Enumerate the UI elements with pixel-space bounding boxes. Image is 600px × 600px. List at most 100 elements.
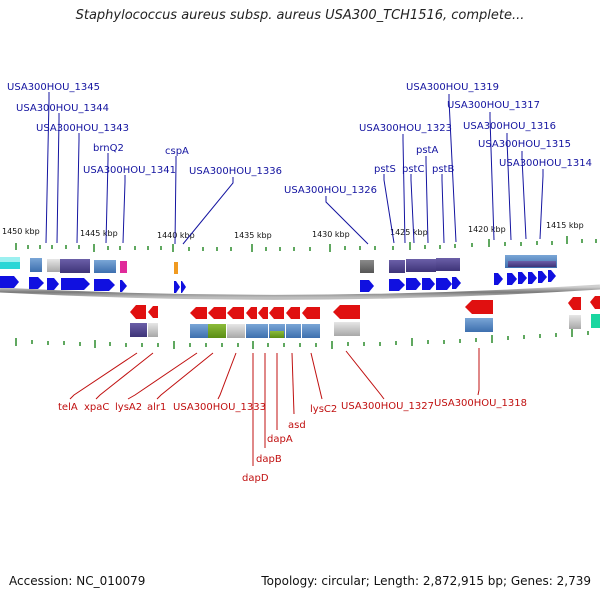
genome-backbone — [0, 284, 600, 300]
gene-label[interactable]: USA300HOU_1323 — [359, 123, 452, 134]
gene-label[interactable]: asd — [288, 420, 306, 431]
gene-arrow[interactable] — [528, 272, 537, 284]
feature-box[interactable] — [227, 324, 245, 338]
gene-label[interactable]: dapA — [267, 434, 293, 445]
gene-label[interactable]: USA300HOU_1333 — [173, 402, 266, 413]
gene-label[interactable]: telA — [58, 402, 78, 413]
gene-arrow[interactable] — [148, 306, 158, 318]
feature-box[interactable] — [286, 324, 301, 338]
gene-label[interactable]: cspA — [165, 146, 189, 157]
gene-label[interactable]: pstS — [374, 164, 396, 175]
gene-arrow[interactable] — [568, 297, 581, 310]
gene-arrow[interactable] — [590, 296, 600, 309]
feature-box[interactable] — [130, 323, 147, 337]
gene-label[interactable]: USA300HOU_1314 — [499, 158, 592, 169]
gene-label[interactable]: USA300HOU_1336 — [189, 166, 282, 177]
feature-box[interactable] — [120, 261, 127, 273]
gene-arrow[interactable] — [406, 278, 421, 290]
gene-label[interactable]: lysA2 — [115, 402, 142, 413]
feature-box[interactable] — [389, 260, 405, 273]
upper-ticks — [15, 236, 597, 252]
gene-arrow[interactable] — [436, 278, 452, 290]
gene-arrow[interactable] — [130, 305, 146, 319]
gene-arrow[interactable] — [452, 277, 461, 289]
gene-arrow[interactable] — [507, 273, 517, 285]
gene-arrow[interactable] — [286, 307, 300, 319]
gene-arrow[interactable] — [494, 273, 503, 285]
feature-box[interactable] — [360, 260, 374, 273]
ruler-label: 1425 kbp — [390, 228, 428, 237]
feature-box[interactable] — [302, 324, 320, 338]
feature-box[interactable] — [465, 318, 493, 332]
gene-label[interactable]: alr1 — [147, 402, 166, 413]
forward-features[interactable] — [0, 255, 557, 274]
gene-label[interactable]: USA300HOU_1343 — [36, 123, 129, 134]
gene-label[interactable]: USA300HOU_1345 — [7, 82, 100, 93]
gene-label[interactable]: xpaC — [84, 402, 109, 413]
reverse-features[interactable] — [130, 314, 600, 338]
reverse-genes[interactable] — [130, 296, 600, 319]
gene-arrow[interactable] — [422, 278, 435, 290]
ruler-label: 1450 kbp — [2, 227, 40, 236]
feature-box[interactable] — [334, 322, 360, 336]
gene-label[interactable]: pstC — [402, 164, 424, 175]
feature-box[interactable] — [190, 324, 208, 338]
gene-label[interactable]: USA300HOU_1344 — [16, 103, 109, 114]
gene-label[interactable]: USA300HOU_1318 — [434, 398, 527, 409]
feature-box[interactable] — [406, 259, 422, 272]
forward-genes[interactable] — [0, 270, 556, 293]
feature-box[interactable] — [591, 314, 600, 328]
feature-box[interactable] — [422, 259, 436, 272]
feature-box[interactable] — [246, 324, 268, 338]
gene-arrow[interactable] — [174, 281, 180, 293]
gene-arrow[interactable] — [94, 279, 115, 291]
feature-box[interactable] — [270, 331, 284, 338]
gene-arrow[interactable] — [0, 276, 19, 288]
gene-label[interactable]: USA300HOU_1327 — [341, 401, 434, 412]
gene-arrow[interactable] — [302, 307, 320, 319]
gene-label[interactable]: USA300HOU_1341 — [83, 165, 176, 176]
gene-arrow[interactable] — [61, 278, 90, 290]
gene-arrow[interactable] — [538, 271, 547, 283]
gene-arrow[interactable] — [246, 307, 257, 319]
gene-arrow[interactable] — [120, 280, 127, 292]
gene-label[interactable]: USA300HOU_1326 — [284, 185, 377, 196]
gene-arrow[interactable] — [333, 305, 360, 319]
map-title: Staphylococcus aureus subsp. aureus USA3… — [75, 8, 525, 23]
feature-box[interactable] — [569, 315, 581, 329]
gene-arrow[interactable] — [518, 272, 527, 284]
gene-arrow[interactable] — [258, 307, 268, 319]
gene-label[interactable]: lysC2 — [310, 404, 337, 415]
gene-arrow[interactable] — [208, 307, 226, 319]
gene-label[interactable]: USA300HOU_1315 — [478, 139, 571, 150]
gene-label[interactable]: dapD — [242, 473, 269, 484]
gene-arrow[interactable] — [465, 300, 493, 314]
gene-label[interactable]: pstB — [432, 164, 454, 175]
gene-arrow[interactable] — [29, 277, 44, 289]
gene-arrow[interactable] — [360, 280, 374, 292]
gene-label[interactable]: brnQ2 — [93, 143, 124, 154]
gene-arrow[interactable] — [548, 270, 556, 282]
feature-box[interactable] — [436, 258, 460, 271]
feature-box[interactable] — [30, 258, 42, 272]
gene-arrow[interactable] — [269, 307, 284, 319]
feature-box[interactable] — [174, 262, 178, 274]
gene-arrow[interactable] — [181, 281, 186, 293]
gene-arrow[interactable] — [389, 279, 405, 291]
gene-arrow[interactable] — [190, 307, 207, 319]
gene-label[interactable]: USA300HOU_1316 — [463, 121, 556, 132]
gene-arrow[interactable] — [47, 278, 59, 290]
gene-label[interactable]: pstA — [416, 145, 438, 156]
feature-box[interactable] — [148, 323, 158, 337]
feature-box[interactable] — [208, 324, 226, 338]
gene-arrow[interactable] — [227, 307, 244, 319]
feature-box[interactable] — [47, 259, 60, 272]
feature-box[interactable] — [60, 259, 90, 273]
gene-label[interactable]: dapB — [256, 454, 282, 465]
feature-box[interactable] — [508, 261, 556, 267]
gene-label[interactable]: USA300HOU_1317 — [447, 100, 540, 111]
gene-label[interactable]: USA300HOU_1319 — [406, 82, 499, 93]
feature-box[interactable] — [0, 257, 20, 262]
feature-box[interactable] — [94, 260, 116, 273]
